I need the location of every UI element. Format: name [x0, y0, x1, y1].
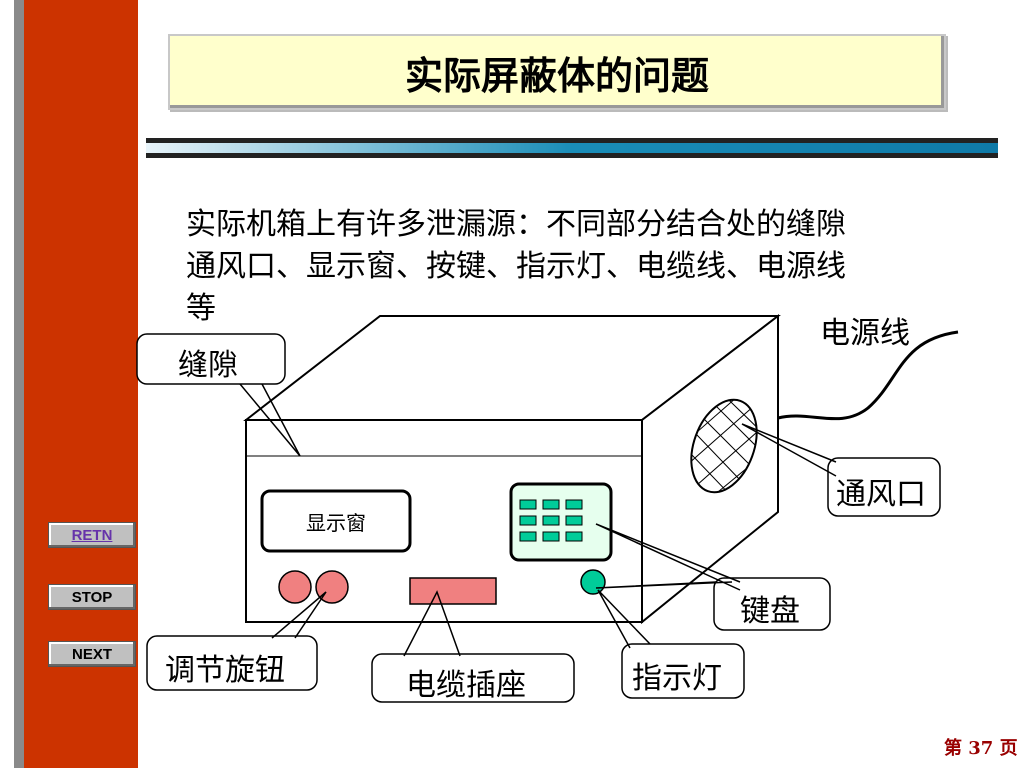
description-line-2: 通风口、显示窗、按键、指示灯、电缆线、电源线 [186, 249, 846, 284]
key [519, 515, 537, 526]
key [519, 499, 537, 510]
indicator-label: 指示灯 [632, 661, 722, 696]
display-label: 显示窗 [306, 511, 366, 535]
knob-label: 调节旋钮 [165, 653, 285, 688]
callout-shapes [136, 333, 941, 703]
key [542, 499, 560, 510]
cable-socket-label: 电缆插座 [406, 668, 526, 703]
key [542, 531, 560, 542]
page-title: 实际屏蔽体的问题 [404, 52, 709, 98]
display-window [260, 489, 412, 553]
description-line-1: 实际机箱上有许多泄漏源：不同部分结合处的缝隙 [186, 207, 846, 242]
retn-button[interactable]: RETN [48, 522, 136, 548]
next-button[interactable]: NEXT [48, 641, 136, 667]
page-number: 第 37 页 [944, 734, 1018, 760]
knob-left [278, 570, 312, 604]
power-cord [777, 330, 959, 421]
sidebar-shadow [14, 0, 24, 768]
page-number-value: 37 [968, 738, 994, 759]
key [519, 531, 537, 542]
description: 实际机箱上有许多泄漏源：不同部分结合处的缝隙 通风口、显示窗、按键、指示灯、电缆… [186, 204, 976, 330]
knob-right [315, 570, 349, 604]
key [565, 531, 583, 542]
stop-button[interactable]: STOP [48, 584, 136, 610]
title-box: 实际屏蔽体的问题 [168, 34, 946, 110]
description-line-3: 等 [186, 291, 216, 326]
key [565, 515, 583, 526]
cable-socket [409, 577, 497, 605]
key [565, 499, 583, 510]
sidebar [24, 0, 138, 768]
indicator-light [580, 569, 606, 595]
callout-pointers [239, 383, 837, 657]
keypad-keys [519, 499, 583, 542]
power-cord-label: 电源线 [820, 316, 910, 351]
key [542, 515, 560, 526]
gap-label: 缝隙 [178, 348, 238, 383]
page-number-suffix: 页 [999, 738, 1018, 759]
accent-bar [146, 138, 998, 158]
page-number-prefix: 第 [944, 738, 962, 759]
keypad-label: 键盘 [740, 594, 800, 629]
vent-label: 通风口 [836, 477, 926, 512]
